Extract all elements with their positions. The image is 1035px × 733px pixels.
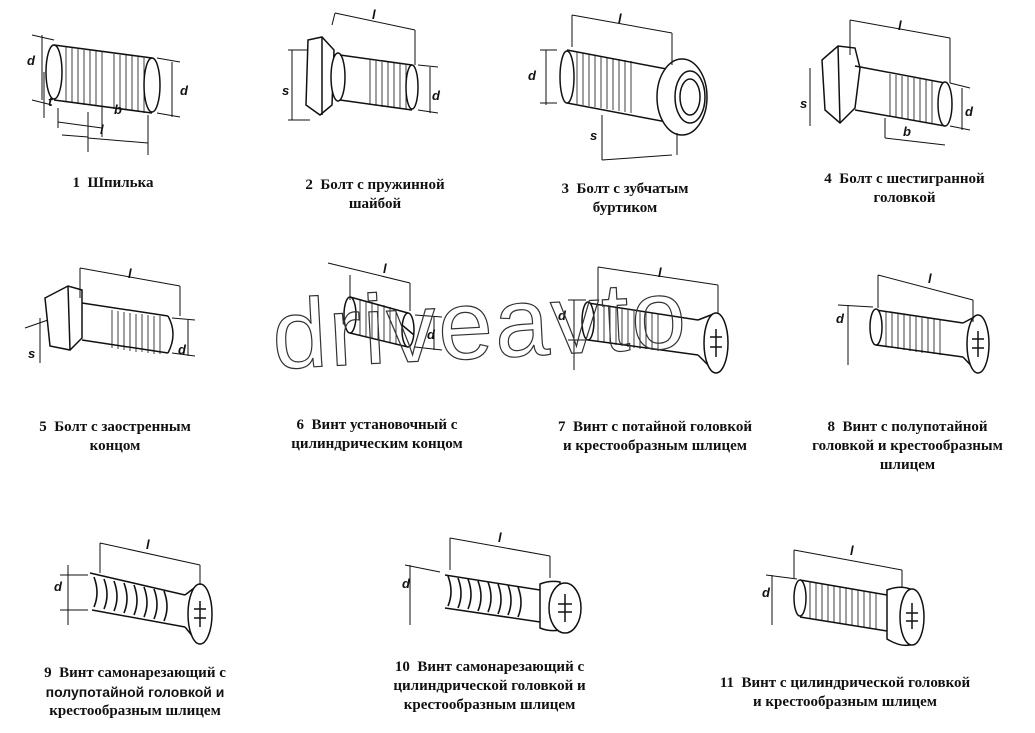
caption-10: 10 Винт самонарезающий с цилиндрической … <box>362 658 617 715</box>
dim-b-label: b <box>114 102 122 117</box>
caption-text: цилиндрической головкой и <box>393 678 586 694</box>
dim-d-label: d <box>432 88 441 103</box>
caption-8: 8 Винт с полупотайной головкой и крестоо… <box>785 418 1030 475</box>
dim-d-label: d <box>178 342 187 357</box>
caption-number: 10 <box>394 659 410 675</box>
dim-d-label: d <box>54 579 63 594</box>
dim-d-label: d <box>427 327 436 342</box>
figure-stud: d d t b l <box>22 10 202 155</box>
dim-l-label: l <box>146 537 150 552</box>
caption-text: шлицем <box>879 457 936 473</box>
caption-text: Болт с шестигранной <box>839 171 985 187</box>
caption-text: цилиндрическим концом <box>291 436 463 452</box>
dim-l-label: l <box>372 7 376 22</box>
figure-countersunk-screw: l d <box>548 255 748 390</box>
caption-5: 5 Болт с заостренным концом <box>10 418 220 456</box>
dim-l-label: l <box>850 543 854 558</box>
dim-s-label: s <box>282 83 289 98</box>
caption-text: и крестообразным шлицем <box>563 438 747 454</box>
caption-text: Болт с заостренным <box>54 419 191 435</box>
caption-text: Винт самонарезающий с <box>417 659 585 675</box>
dim-l-label: l <box>128 266 132 281</box>
caption-text: крестообразным шлицем <box>49 703 221 719</box>
caption-text: Винт с полупотайной <box>842 419 988 435</box>
caption-text: шайбой <box>348 196 402 212</box>
dim-d-label: d <box>836 311 845 326</box>
dim-l-label: l <box>498 530 502 545</box>
caption-text: Болт с зубчатым <box>576 181 689 197</box>
caption-number: 6 <box>296 417 305 433</box>
caption-text: и крестообразным шлицем <box>753 694 937 710</box>
figure-self-tapping-countersunk: l d <box>50 525 230 655</box>
figure-hex-bolt: l s d b <box>800 8 990 148</box>
figure-bolt-pointed: l s d <box>20 258 205 398</box>
dim-d-label: d <box>528 68 537 83</box>
dim-l-label: l <box>658 265 662 280</box>
caption-4: 4 Болт с шестигранной головкой <box>792 170 1017 208</box>
dim-t-label: t <box>48 94 53 109</box>
caption-text: буртиком <box>592 200 658 216</box>
caption-11: 11 Винт с цилиндрической головкой и крес… <box>680 674 1010 712</box>
caption-text: Винт с потайной головкой <box>573 419 752 435</box>
caption-number: 11 <box>719 675 735 691</box>
caption-text: концом <box>89 438 141 454</box>
dim-d-label: d <box>27 53 36 68</box>
caption-number: 5 <box>39 419 47 435</box>
caption-9: 9 Винт самонарезающий с полупотайной гол… <box>15 664 255 721</box>
caption-number: 9 <box>44 665 52 681</box>
dim-l-label: l <box>928 271 932 286</box>
caption-text: Болт с пружинной <box>320 177 445 193</box>
figure-raised-countersunk-screw: l d <box>828 255 1008 385</box>
figure-self-tapping-cheese-head: l d <box>400 520 590 660</box>
dim-b-label: b <box>903 124 911 139</box>
caption-text: головкой <box>873 190 936 206</box>
caption-2: 2 Болт с пружинной шайбой <box>270 176 480 214</box>
dim-l-label: l <box>100 122 104 137</box>
caption-text: Винт установочный с <box>311 417 458 433</box>
figure-cheese-head-screw: l d <box>762 535 942 665</box>
dim-l-label: l <box>383 261 387 276</box>
caption-text: полупотайной головкой и <box>45 684 225 700</box>
caption-number: 4 <box>824 171 832 187</box>
caption-3: 3 Болт с зубчатым буртиком <box>520 180 730 218</box>
caption-number: 3 <box>561 181 570 197</box>
dim-d-label: d <box>558 308 567 323</box>
dim-d-label: d <box>180 83 189 98</box>
caption-text: крестообразным шлицем <box>403 697 576 713</box>
caption-text: Винт самонарезающий с <box>59 665 226 681</box>
dim-l-label: l <box>898 18 902 33</box>
caption-number: 7 <box>558 419 566 435</box>
caption-text: головкой и крестообразным <box>812 438 1003 454</box>
dim-s-label: s <box>590 128 597 143</box>
figure-bolt-toothed-flange: l d s <box>522 5 732 170</box>
dim-l-label: l <box>618 11 622 26</box>
dim-d-label: d <box>965 104 974 119</box>
caption-number: 8 <box>827 419 835 435</box>
caption-7: 7 Винт с потайной головкой и крестообраз… <box>530 418 780 456</box>
dim-d-label: d <box>402 576 411 591</box>
figure-set-screw: l d <box>320 255 460 365</box>
caption-number: 1 <box>72 175 80 191</box>
caption-6: 6 Винт установочный с цилиндрическим кон… <box>262 416 492 454</box>
dim-s-label: s <box>800 96 807 111</box>
caption-number: 2 <box>305 177 313 193</box>
dim-s-label: s <box>28 346 35 361</box>
dim-d-label: d <box>762 585 771 600</box>
caption-text: Винт с цилиндрической головкой <box>741 675 971 691</box>
figure-bolt-spring-washer: l s d <box>280 5 450 140</box>
caption-1: 1 Шпилька <box>48 174 178 193</box>
caption-text: Шпилька <box>87 175 154 191</box>
